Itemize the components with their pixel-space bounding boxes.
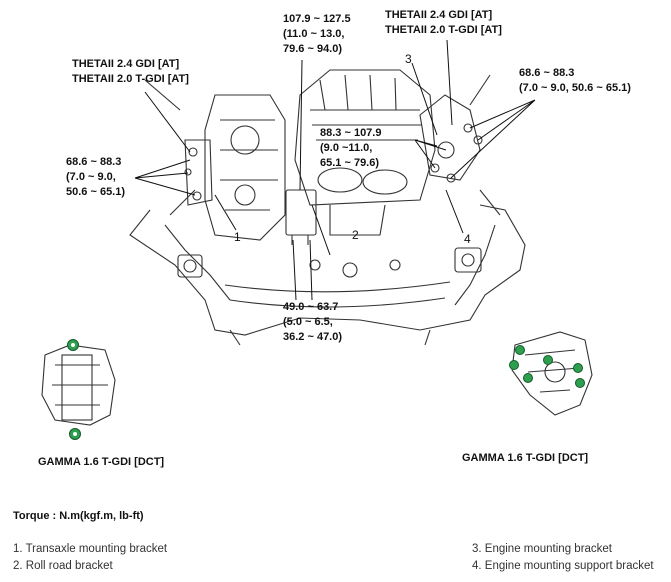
legend-item-3: 3. Engine mounting bracket <box>472 543 613 555</box>
callout-3: 3 <box>405 52 412 66</box>
legend-item-2: 2. Roll road bracket <box>13 560 113 572</box>
torque-label-top-center: 107.9 ~ 127.5 (11.0 ~ 13.0, 79.6 ~ 94.0) <box>283 13 351 55</box>
torque-unit-note: Torque : N.m(kgf.m, lb-ft) <box>13 510 144 522</box>
callout-1: 1 <box>234 230 241 244</box>
callout-4: 4 <box>464 232 471 246</box>
torque-label-right-top: 68.6 ~ 88.3 (7.0 ~ 9.0, 50.6 ~ 65.1) <box>519 67 631 94</box>
callout-2: 2 <box>352 228 359 242</box>
caption-gamma-right: GAMMA 1.6 T-GDI [DCT] <box>462 452 589 464</box>
torque-label-left: 68.6 ~ 88.3 (7.0 ~ 9.0, 50.6 ~ 65.1) <box>66 156 126 198</box>
caption-gamma-left: GAMMA 1.6 T-GDI [DCT] <box>38 456 165 468</box>
legend-item-4: 4. Engine mounting support bracket <box>472 560 654 572</box>
theta-label-left: THETAII 2.4 GDI [AT] THETAII 2.0 T-GDI [… <box>72 58 189 85</box>
legend-item-1: 1. Transaxle mounting bracket <box>13 543 168 555</box>
torque-label-center-right: 88.3 ~ 107.9 (9.0 ~11.0, 65.1 ~ 79.6) <box>320 127 382 169</box>
theta-label-right: THETAII 2.4 GDI [AT] THETAII 2.0 T-GDI [… <box>385 9 502 36</box>
torque-label-bottom-center: 49.0 ~ 63.7 (5.0 ~ 6.5, 36.2 ~ 47.0) <box>283 301 343 343</box>
